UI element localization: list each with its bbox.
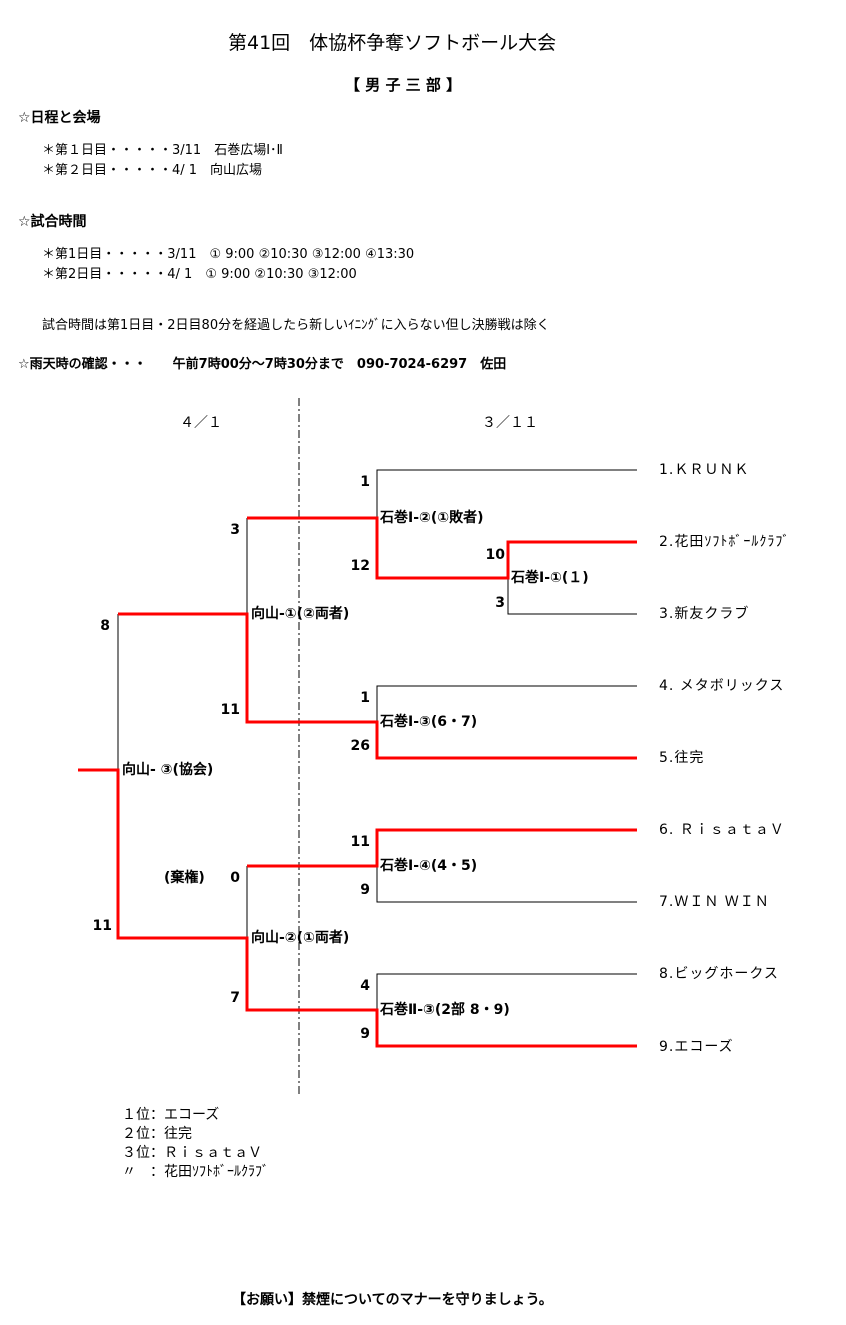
team-1: 1.ＫＲＵＮＫ [659, 462, 750, 478]
match-label: 石巻Ⅰ-③(6・7) [380, 714, 478, 730]
times-heading: ☆試合時間 [18, 214, 87, 230]
match-label: 石巻Ⅰ-②(①敗者) [380, 510, 484, 526]
match-score: 11 [350, 834, 370, 850]
schedule-heading: ☆日程と会場 [18, 110, 101, 126]
times-note: 試合時間は第1日目・2日目80分を経過したら新しいｲﾆﾝｸﾞに入らない但し決勝戦… [42, 318, 550, 333]
result-1: １位：エコーズ [122, 1107, 220, 1123]
match-label: 石巻Ⅱ-③(2部 8・9) [380, 1002, 510, 1018]
match-score: 3 [495, 595, 505, 611]
match-score: 3 [230, 522, 240, 538]
match-score: 12 [350, 558, 370, 574]
page-title: 第41回 体協杯争奪ソフトボール大会 [228, 32, 557, 54]
match-label: 向山- ③(協会) [122, 762, 214, 778]
match-label: 石巻Ⅰ-①(１) [511, 570, 589, 586]
match-score: 10 [485, 547, 505, 563]
team-2: 2.花田ｿﾌﾄﾎﾞｰﾙｸﾗﾌﾞ [659, 534, 791, 550]
team-4: 4. メタボリックス [659, 678, 785, 694]
times-line: ＊第2日目・・・・・4/ 1 ① 9:00 ②10:30 ③12:00 [42, 267, 357, 282]
team-8: 8.ビッグホークス [659, 966, 779, 982]
result-3b: 〃 ：花田ｿﾌﾄﾎﾞｰﾙｸﾗﾌﾞ [122, 1164, 269, 1180]
match-label: 石巻Ⅰ-④(4・5) [380, 858, 478, 874]
forfeit-note: (棄権) [164, 870, 205, 886]
result-3: ３位：ＲｉｓａｔａＶ [122, 1145, 262, 1161]
team-6: 6. ＲｉｓａｔａＶ [659, 822, 785, 838]
match-score: 0 [230, 870, 240, 886]
match-score: 9 [360, 882, 370, 898]
match-score: 9 [360, 1026, 370, 1042]
division-title: 【 男 子 三 部 】 [345, 76, 462, 94]
date-day1: ３／１１ [482, 415, 538, 431]
match-score: 11 [92, 918, 112, 934]
schedule-line: ＊第１日目・・・・・3/11 石巻広場Ⅰ･Ⅱ [42, 143, 283, 158]
team-7: 7.ＷＩＮ ＷＩＮ [659, 894, 770, 910]
times-line: ＊第1日目・・・・・3/11 ① 9:00 ②10:30 ③12:00 ④13:… [42, 247, 415, 262]
schedule-line: ＊第２日目・・・・・4/ 1 向山広場 [42, 163, 263, 178]
bracket-winner-lines [78, 516, 637, 1048]
date-day2: ４／１ [180, 415, 222, 431]
match-label: 向山-②(①両者) [251, 930, 350, 946]
team-3: 3.新友クラブ [659, 606, 750, 622]
match-label: 向山-①(②両者) [251, 606, 350, 622]
match-score: 11 [220, 702, 240, 718]
match-score: 7 [230, 990, 240, 1006]
match-score: 1 [360, 474, 370, 490]
rain-contact: ☆雨天時の確認・・・ 午前7時00分～7時30分まで 090-7024-6297… [18, 357, 507, 372]
match-score: 26 [350, 738, 370, 754]
match-score: 8 [100, 618, 110, 634]
match-score: 4 [360, 978, 370, 994]
team-5: 5.往完 [659, 750, 705, 766]
footer-note: 【お願い】禁煙についてのマナーを守りましょう。 [232, 1292, 553, 1308]
team-9: 9.エコーズ [659, 1039, 734, 1055]
result-2: ２位：往完 [122, 1126, 192, 1142]
match-score: 1 [360, 690, 370, 706]
